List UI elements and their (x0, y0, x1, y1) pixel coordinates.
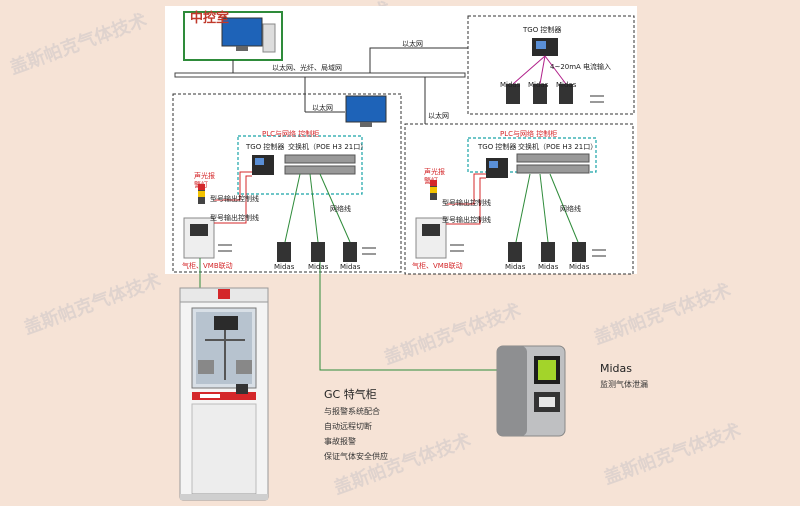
midas-top-label-1: Midas (500, 81, 521, 89)
left-plc-box (237, 135, 363, 195)
right-signal-line-1: 型号输出控制线 (442, 199, 491, 207)
current-input-label: 4~20mA 电流输入 (550, 63, 612, 71)
midas-top-3 (559, 84, 573, 104)
midas-left-2 (311, 242, 325, 262)
left-plc-title: PLC与网络 控制柜 (262, 130, 320, 138)
gc-product-line-1: 与报警系统配合 (324, 407, 380, 416)
midas-right-3 (572, 242, 586, 262)
left-switch-1 (284, 154, 356, 164)
left-switch-label: 交换机（POE H3 21口） (288, 143, 368, 151)
control-room-label: 中控室 (190, 11, 230, 26)
midas-top-label-3: Midas (556, 81, 577, 89)
midas-right-2 (541, 242, 555, 262)
left-signal-line-2: 型号输出控制线 (210, 214, 259, 222)
midas-top-label-2: Midas (528, 81, 549, 89)
left-cabinet-box (172, 93, 402, 273)
right-plc-title: PLC与网络 控制柜 (500, 130, 558, 138)
right-switch-label: 交换机（POE H3 21口） (518, 143, 598, 151)
left-alarm-label: 声光报警灯 (194, 172, 215, 189)
network-backbone (174, 72, 466, 78)
midas-left-label-1: Midas (274, 263, 295, 271)
midas-top-2 (533, 84, 547, 104)
right-gas-cab-label: 气柜、VMB联动 (412, 262, 463, 270)
midas-product-device (496, 345, 566, 437)
right-signal-line-2: 型号输出控制线 (442, 216, 491, 224)
center-monitor (345, 95, 387, 123)
midas-right-label-1: Midas (505, 263, 526, 271)
tgo-top-box (467, 15, 635, 115)
right-switch-2 (516, 164, 590, 174)
midas-right-1 (508, 242, 522, 262)
tgo-top-label: TGO 控制器 (523, 26, 562, 34)
right-netline-label: 网络线 (560, 205, 581, 213)
gc-gas-cabinet (179, 287, 269, 501)
midas-left-label-2: Midas (308, 263, 329, 271)
midas-top-1 (506, 84, 520, 104)
left-gas-cab-label: 气柜、VMB联动 (182, 262, 233, 270)
left-switch-2 (284, 165, 356, 175)
midas-product-title: Midas (600, 362, 633, 375)
right-cabinet-box (404, 123, 634, 275)
midas-right-label-2: Midas (538, 263, 559, 271)
midas-left-1 (277, 242, 291, 262)
midas-left-label-3: Midas (340, 263, 361, 271)
left-signal-line-1: 型号输出控制线 (210, 195, 259, 203)
right-switch-1 (516, 153, 590, 163)
gc-product-line-4: 保证气体安全供应 (324, 452, 388, 461)
gc-product-line-3: 事故报警 (324, 437, 356, 446)
gc-product-title: GC 特气柜 (324, 388, 377, 401)
gc-product-line-2: 自动远程切断 (324, 422, 372, 431)
left-netline-label: 网络线 (330, 205, 351, 213)
left-tgo-label: TGO 控制器 (246, 143, 285, 151)
right-alarm-label: 声光报警灯 (424, 168, 445, 185)
ethernet-right-label: 以太网 (428, 112, 449, 120)
left-small-gas-cabinet (183, 217, 215, 259)
ethernet-left-label: 以太网 (312, 104, 333, 112)
backbone-label: 以太网、光纤、局域网 (272, 64, 342, 72)
right-tgo-label: TGO 控制器 (478, 143, 517, 151)
ethernet-top-label: 以太网 (402, 40, 423, 48)
midas-right-label-3: Midas (569, 263, 590, 271)
control-room-monitor (221, 17, 263, 47)
midas-product-desc: 监测气体泄漏 (600, 380, 648, 389)
midas-left-3 (343, 242, 357, 262)
